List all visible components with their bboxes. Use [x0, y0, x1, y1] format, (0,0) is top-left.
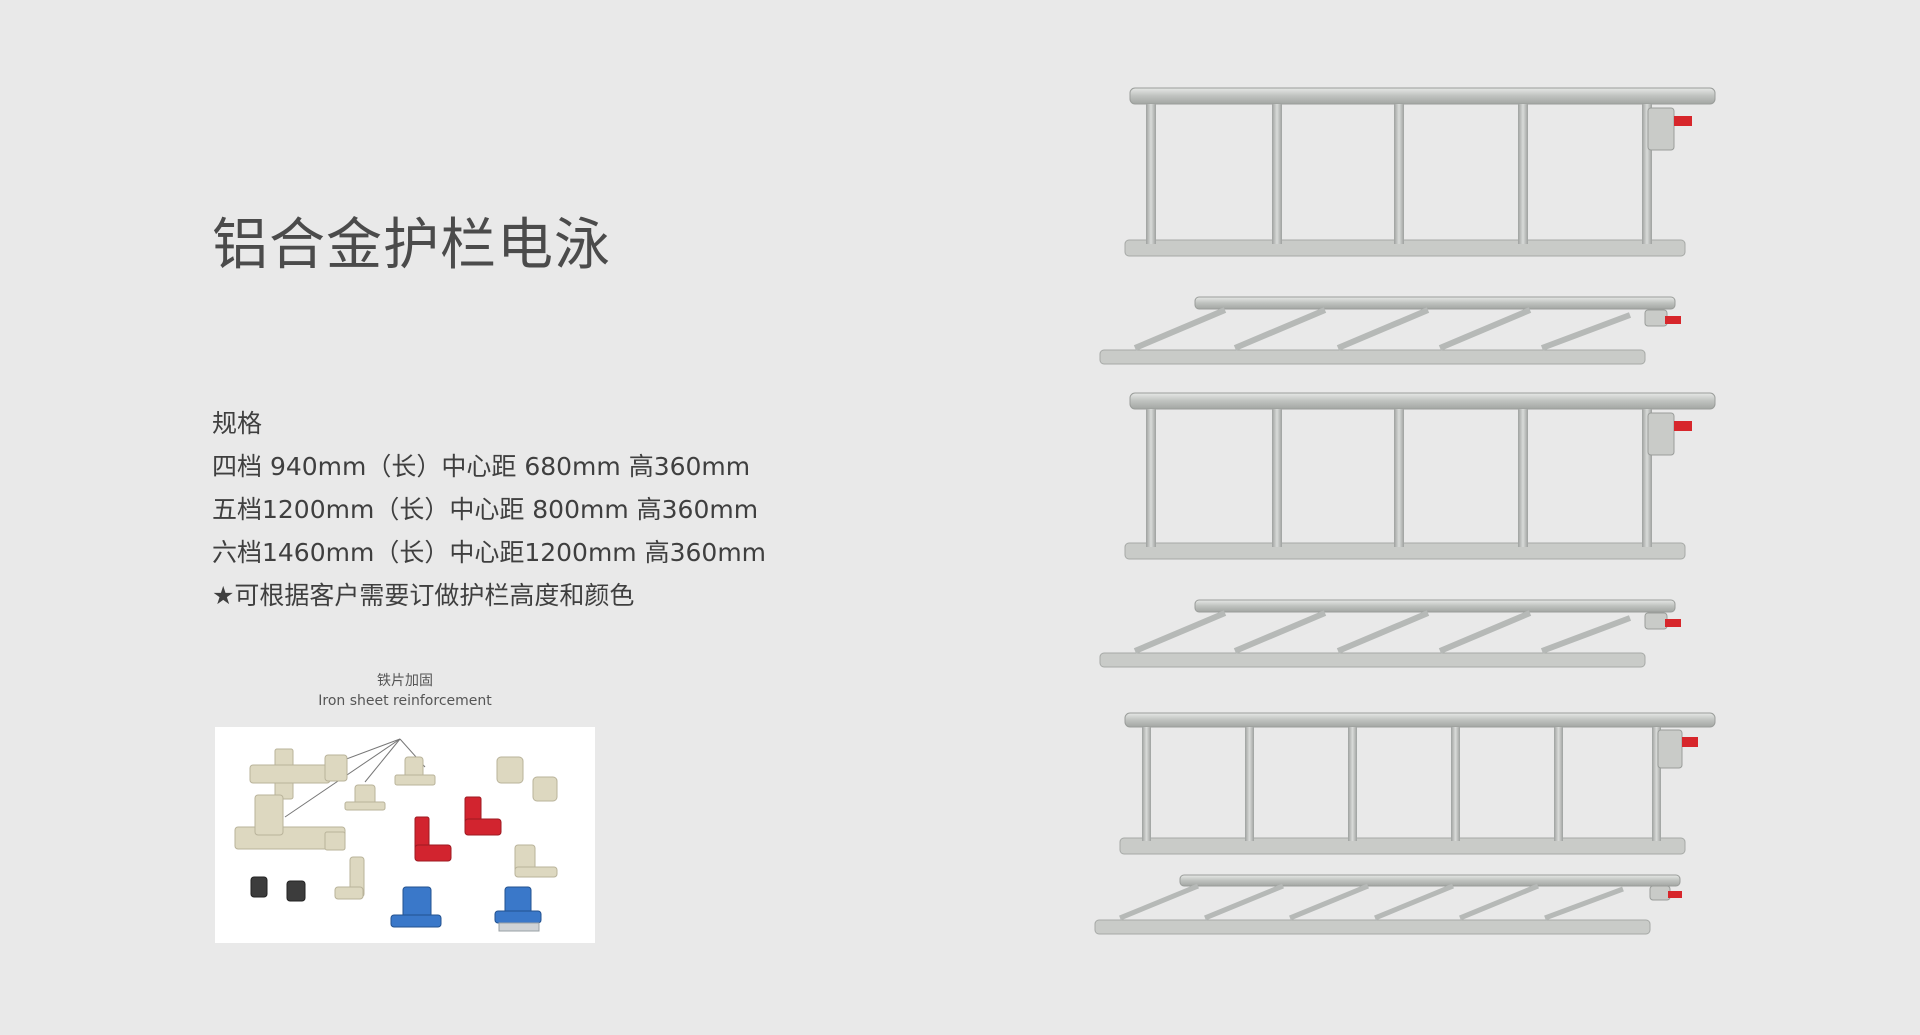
red-latch-parts	[414, 796, 502, 862]
rail-five-bar-folded	[1099, 599, 1681, 668]
rail-five-bar-upright	[1124, 392, 1716, 560]
page-title: 铝合金护栏电泳	[212, 213, 611, 278]
rail-six-bar-folded	[1094, 874, 1682, 935]
beige-bracket-large-middle	[234, 794, 346, 851]
parts-photo-panel	[215, 727, 595, 943]
parts-caption-zh: 铁片加固	[377, 673, 433, 689]
rail-four-bar-folded	[1099, 296, 1681, 365]
dark-clip-parts	[250, 876, 306, 902]
blue-base-parts	[390, 886, 542, 928]
plastic-parts-illustration	[234, 738, 558, 932]
bed-rails-illustration	[1080, 80, 1740, 950]
spec-line-five-bar: 五档1200mm（长）中心距 800mm 高360mm	[212, 495, 759, 524]
beige-bracket-large-top	[249, 748, 348, 800]
specs-block: 规格 四档 940mm（长）中心距 680mm 高360mm 五档1200mm（…	[212, 402, 766, 617]
rails-svg	[1094, 87, 1716, 935]
rail-four-bar-upright	[1124, 87, 1716, 257]
spec-line-four-bar: 四档 940mm（长）中心距 680mm 高360mm	[212, 452, 751, 481]
spec-line-six-bar: 六档1460mm（长）中心距1200mm 高360mm	[212, 538, 767, 567]
beige-small-parts	[334, 756, 558, 900]
parts-caption-en: Iron sheet reinforcement	[318, 693, 492, 709]
rail-six-bar-upright	[1119, 712, 1716, 855]
specs-heading: 规格	[212, 409, 263, 438]
spec-line-custom-note: ★可根据客户需要订做护栏高度和颜色	[212, 581, 635, 610]
grey-base-plate	[498, 922, 540, 932]
